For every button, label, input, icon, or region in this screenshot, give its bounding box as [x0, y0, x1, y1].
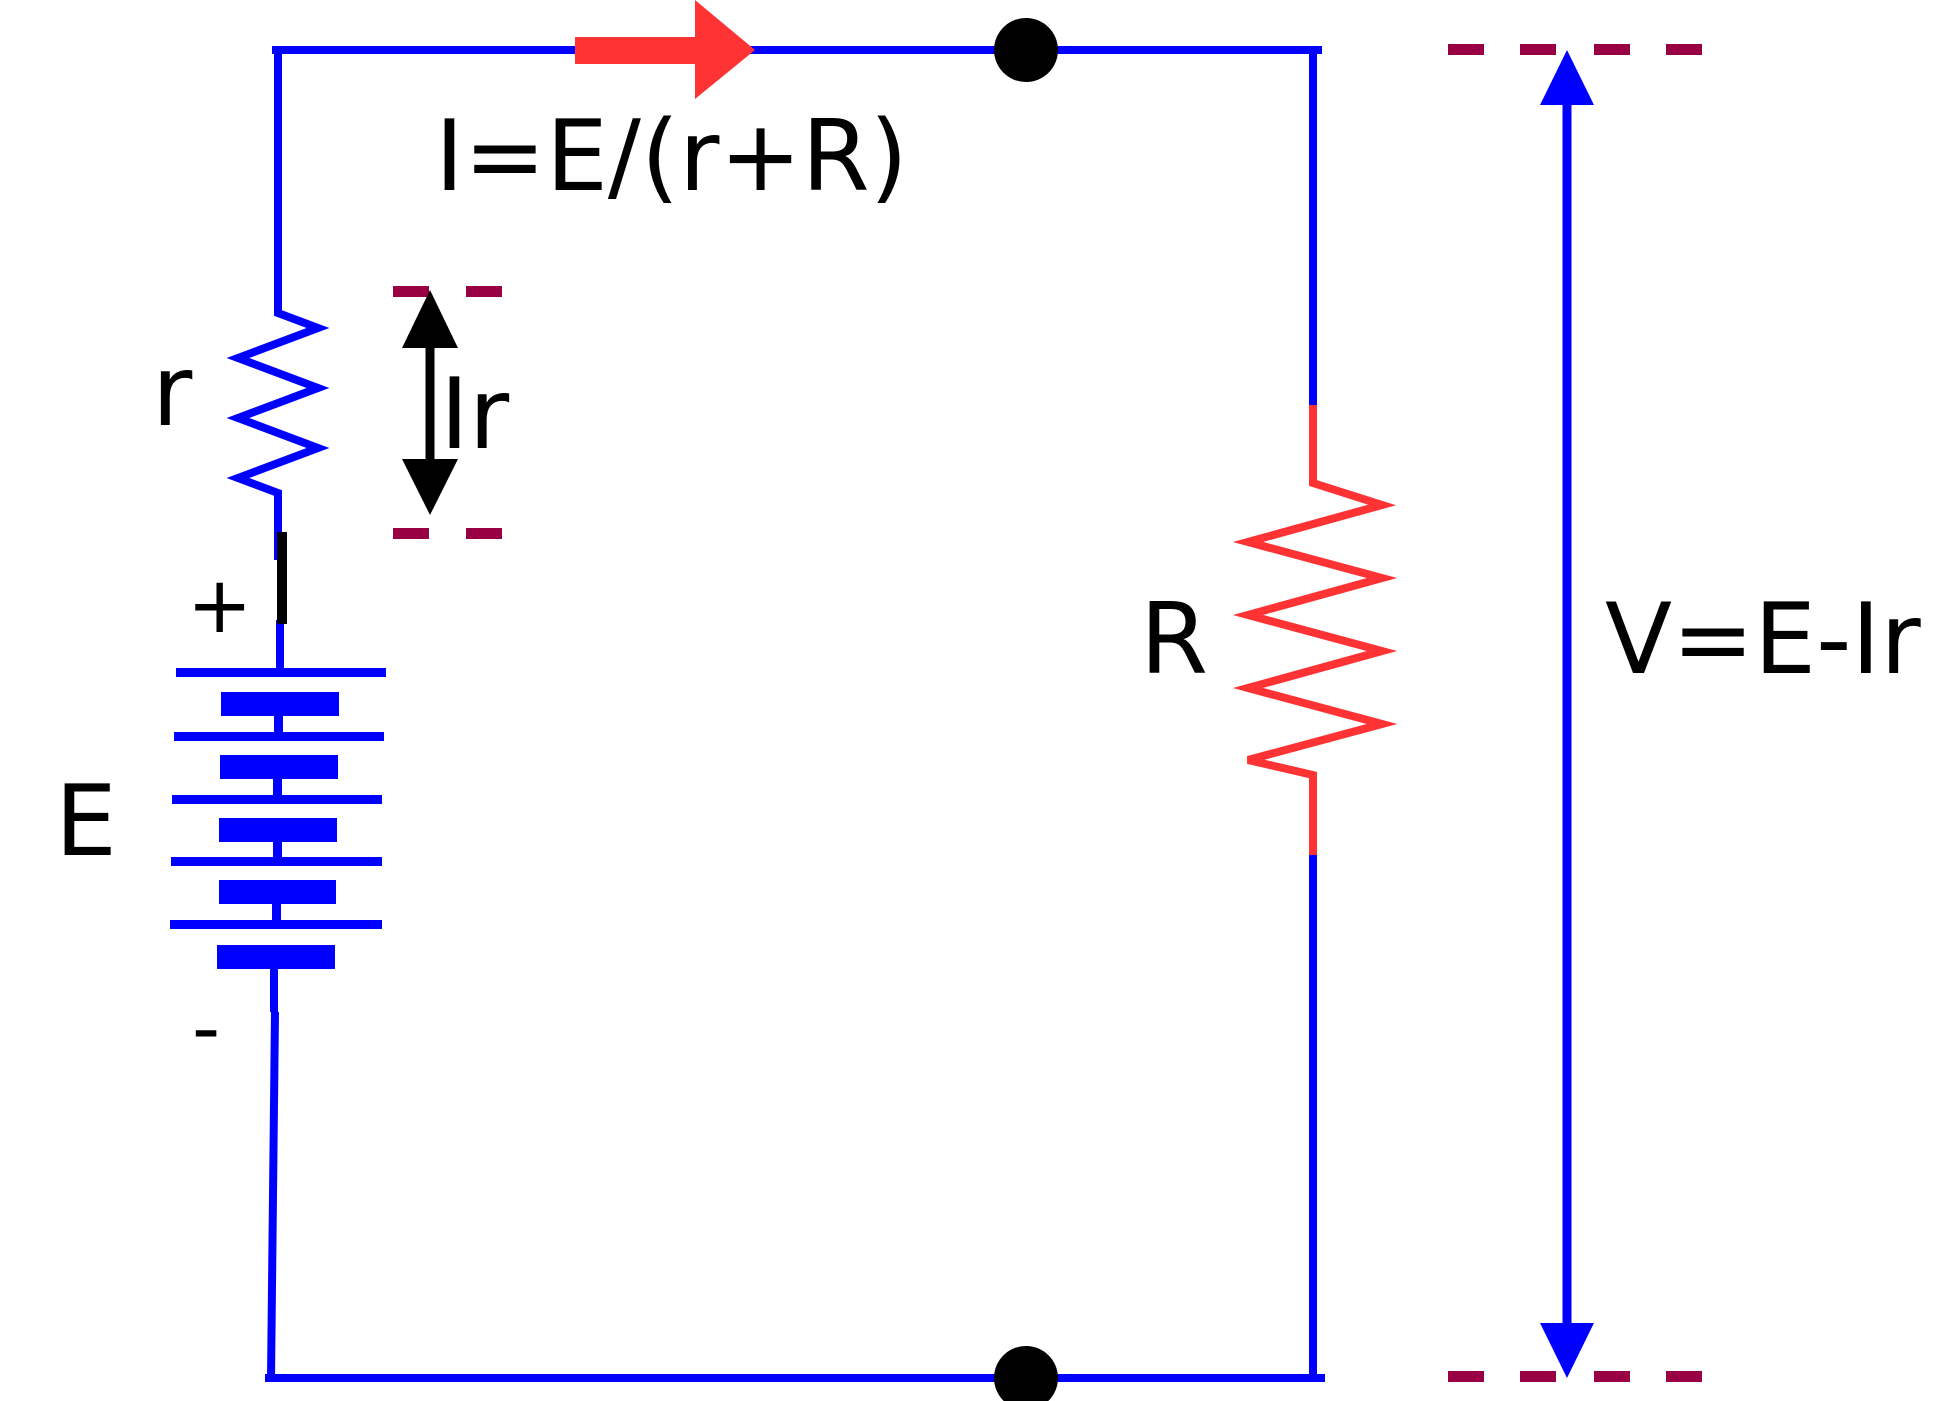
- v-arrowhead-up: [1540, 50, 1594, 105]
- v-bottom-marker-dash: [1594, 1371, 1630, 1382]
- plus-sign-label: +: [187, 561, 252, 651]
- bottom-node-dot: [994, 1346, 1058, 1401]
- internal-resistor-zigzag: [226, 262, 330, 505]
- internal-drop-label: Ir: [440, 358, 510, 472]
- battery-connector: [274, 716, 283, 732]
- wire-left-lower: [267, 1011, 279, 1379]
- v-double-arrow: [1540, 50, 1594, 1378]
- ir-arrowhead-down: [402, 459, 458, 515]
- v-bottom-marker-dash: [1666, 1371, 1702, 1382]
- battery-connector: [273, 842, 282, 857]
- battery-plate-short: [219, 880, 336, 904]
- v-top-marker-dash: [1594, 44, 1630, 55]
- top-node-dot: [994, 18, 1058, 82]
- battery-plate-short: [217, 945, 335, 969]
- v-top-marker-dash: [1448, 44, 1484, 55]
- positive-terminal-mark: [277, 532, 287, 624]
- v-top-marker-dash: [1520, 44, 1556, 55]
- emf-label: E: [55, 765, 117, 879]
- battery-plate-long: [171, 857, 382, 866]
- battery-connector: [272, 904, 281, 920]
- v-arrowhead-down: [1540, 1323, 1594, 1378]
- v-top-marker-dash: [1666, 44, 1702, 55]
- ir-top-marker-dash: [393, 286, 429, 297]
- v-bottom-marker-dash: [1448, 1371, 1484, 1382]
- current-formula-label: I=E/(r+R): [435, 100, 908, 214]
- ir-double-arrow: [402, 290, 458, 515]
- ir-top-marker-dash: [466, 286, 502, 297]
- battery-plate-long: [174, 732, 384, 741]
- v-bottom-marker-dash: [1520, 1371, 1556, 1382]
- battery-plate-long: [172, 795, 382, 804]
- battery-plate-short: [219, 818, 337, 842]
- terminal-voltage-label: V=E-Ir: [1605, 583, 1921, 697]
- load-resistor-zigzag: [1232, 405, 1398, 855]
- load-resistance-label: R: [1140, 583, 1208, 697]
- current-direction-arrow: [575, 0, 755, 99]
- circuit-wires: [265, 46, 1325, 1382]
- battery-cells: [170, 668, 386, 969]
- battery-connector: [273, 779, 282, 795]
- ir-bottom-marker-dash: [466, 528, 502, 539]
- dashed-markers: [393, 44, 1702, 1382]
- internal-resistance-label: r: [152, 335, 193, 449]
- battery-plate-short: [220, 755, 338, 779]
- battery-plate-long: [170, 920, 382, 929]
- ir-bottom-marker-dash: [393, 528, 429, 539]
- minus-sign-label: -: [192, 984, 220, 1074]
- ir-arrowhead-up: [402, 290, 458, 348]
- battery-plate-short: [221, 692, 339, 716]
- battery-plate-long: [176, 668, 386, 677]
